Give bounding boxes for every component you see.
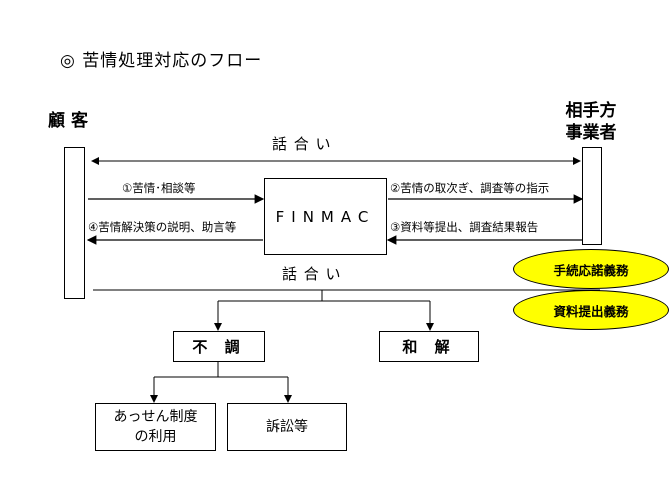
outcome-assen-line2: の利用 bbox=[134, 429, 177, 445]
business-label-line1: 相手方 bbox=[565, 101, 617, 121]
customer-label: 顧 客 bbox=[48, 111, 88, 131]
page-title: ◎ 苦情処理対応のフロー bbox=[60, 51, 263, 71]
business-label: 相手方 事業者 bbox=[556, 100, 626, 144]
finmac-box: FINMAC bbox=[264, 178, 387, 255]
arrow-2-label: ②苦情の取次ぎ、調査等の指示 bbox=[390, 181, 550, 195]
business-label-line2: 事業者 bbox=[565, 123, 617, 143]
arrow-4-label: ④苦情解決策の説明、助言等 bbox=[88, 220, 237, 234]
result-wakai-box: 和 解 bbox=[379, 331, 479, 362]
obligation-oval-1: 手続応諾義務 bbox=[513, 249, 669, 289]
business-bar bbox=[582, 147, 602, 245]
talk-bottom-label: 話 合 い bbox=[282, 265, 342, 283]
talk-top-label: 話 合 い bbox=[272, 135, 332, 153]
result-fuchou-box: 不 調 bbox=[173, 331, 265, 362]
customer-bar bbox=[64, 147, 85, 299]
arrow-1-label: ①苦情･相談等 bbox=[122, 181, 196, 195]
outcome-assen-line1: あっせん制度 bbox=[113, 409, 198, 425]
outcome-sosho-box: 訴訟等 bbox=[227, 403, 347, 451]
outcome-assen-box: あっせん制度 の利用 bbox=[95, 403, 216, 451]
arrow-3-label: ③資料等提出、調査結果報告 bbox=[390, 220, 539, 234]
obligation-oval-2: 資料提出義務 bbox=[513, 290, 669, 330]
